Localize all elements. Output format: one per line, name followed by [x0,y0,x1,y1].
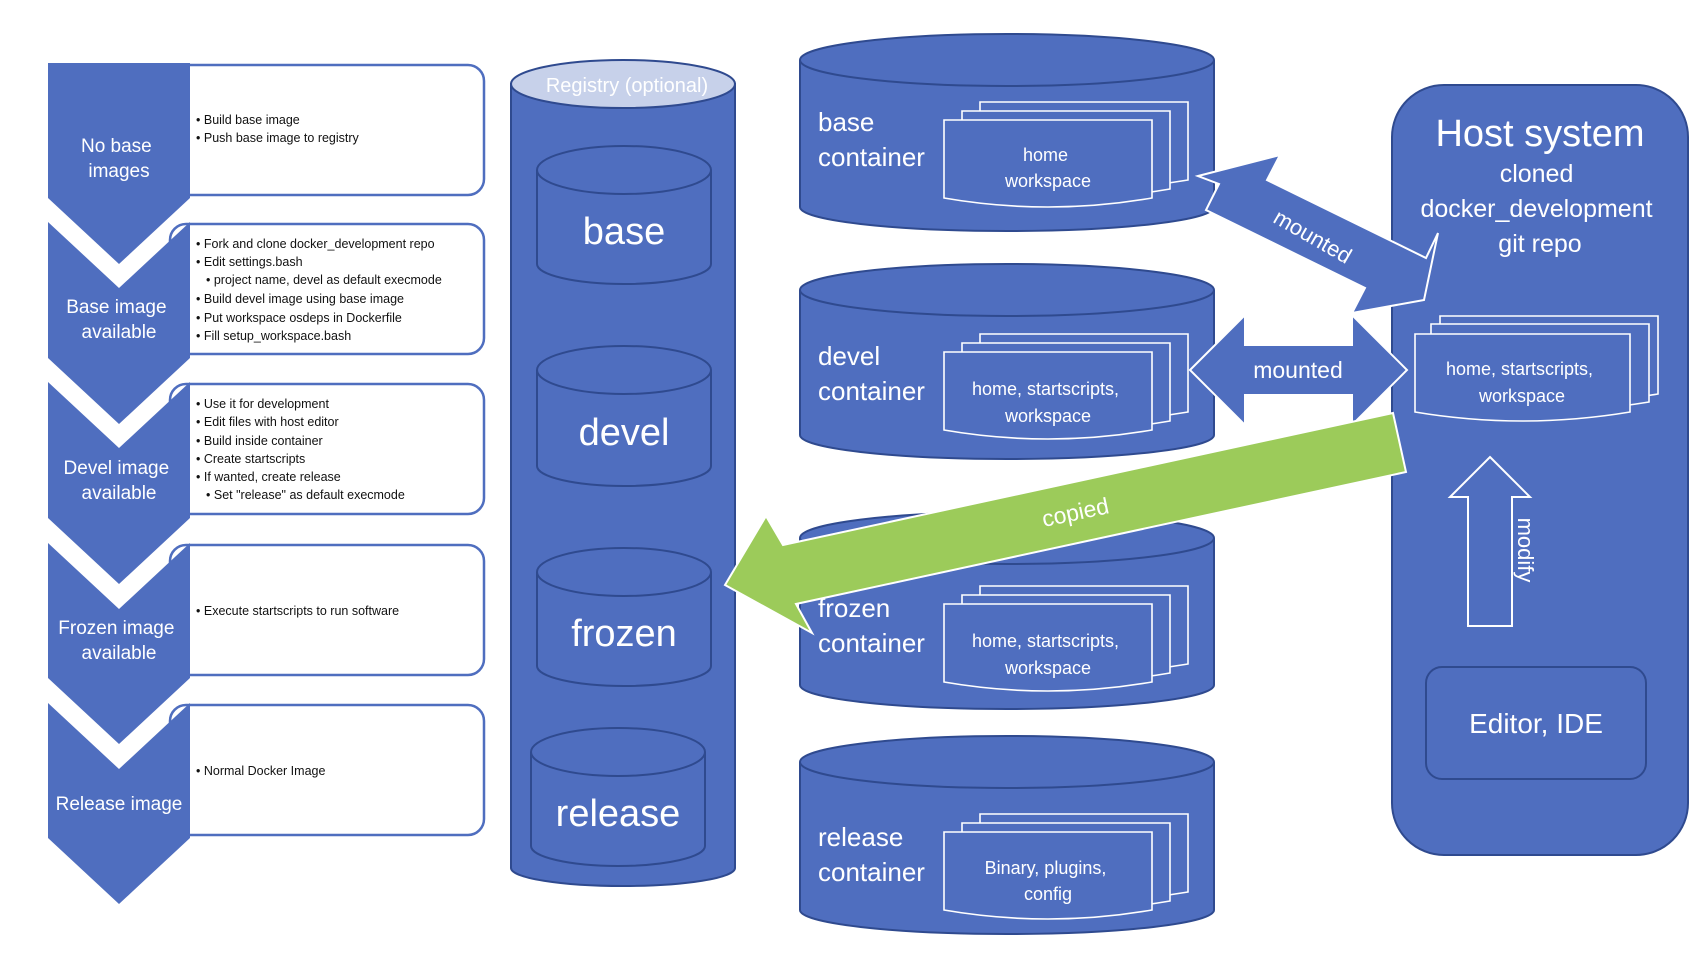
containers: base container home workspace devel cont… [799,33,1215,935]
bullet-item: • project name, devel as default execmod… [206,273,442,287]
step-chevron [48,703,190,904]
container-label: frozen container [818,593,925,658]
bullet-item: • Build devel image using base image [196,292,404,306]
registry-image-label: devel [579,412,670,454]
step-label: Frozen image available [58,618,179,664]
step-label: No base images [81,136,157,182]
workflow-step-devel-image-available: Devel image available • Use it for devel… [48,382,486,584]
registry-image-release: release [530,727,706,867]
document-stack [943,813,1189,920]
mounted-arrow-horizontal: mounted [1188,312,1409,428]
bullet-item: • Set "release" as default execmode [206,488,405,502]
step-label: Release image [56,794,183,815]
document-stack [943,101,1189,208]
mounted-arrow-diagonal: mounted [1194,153,1439,315]
bullet-item: • Execute startscripts to run software [196,604,399,618]
editor-ide-box [1425,666,1647,780]
registry-image-label: frozen [571,613,677,655]
editor-ide-label: Editor, IDE [1469,708,1603,739]
workflow-steps: No base images • Build base image • Push… [48,63,486,904]
bullet-item: • Create startscripts [196,452,305,466]
workflow-step-no-base-images: No base images • Build base image • Push… [48,63,486,264]
step-bullets: • Fork and clone docker_development repo… [196,237,442,343]
step-chevron [48,63,190,264]
bullet-item: • If wanted, create release [196,470,341,484]
registry-image-devel: devel [536,345,712,487]
copied-arrow: copied [723,411,1408,636]
bullet-item: • Push base image to registry [196,131,360,145]
registry-title: Registry (optional) [546,75,708,97]
workflow-step-base-image-available: Base image available • Fork and clone do… [48,222,486,424]
container-release: release container Binary, plugins, confi… [799,735,1215,935]
host-contents: home, startscripts, workspace [1446,359,1598,406]
container-label: release container [818,822,925,887]
registry-image-label: base [583,211,665,253]
registry-image-label: release [556,793,681,835]
registry-image-frozen: frozen [536,547,712,687]
step-chevron [48,543,190,744]
container-base: base container home workspace [799,33,1215,232]
document-stack [943,333,1189,440]
step-bullets: • Normal Docker Image [196,764,325,778]
host-system-subtitle: cloned docker_development git repo [1420,160,1659,258]
registry: Registry (optional) base devel frozen re… [510,59,736,887]
registry-image-base: base [536,145,712,285]
container-label: devel container [818,341,925,406]
step-label: Devel image available [64,458,175,504]
container-label: base container [818,107,925,172]
container-contents: Binary, plugins, config [985,858,1112,904]
modify-arrow-label: modify [1513,518,1538,583]
bullet-item: • Normal Docker Image [196,764,325,778]
bullet-item: • Put workspace osdeps in Dockerfile [196,311,402,325]
step-bullets: • Use it for development • Edit files wi… [196,397,405,502]
step-chevron [48,222,190,424]
bullet-item: • Edit settings.bash [196,255,303,269]
bullet-item: • Use it for development [196,397,329,411]
step-label: Base image available [66,297,172,343]
bullet-item: • Fork and clone docker_development repo [196,237,435,251]
bullet-item: • Fill setup_workspace.bash [196,329,351,343]
bullet-item: • Build base image [196,113,300,127]
workflow-step-release-image: Release image • Normal Docker Image [48,703,486,904]
modify-arrow [1447,455,1533,627]
bullet-item: • Build inside container [196,434,323,448]
container-devel: devel container home, startscripts, work… [799,263,1215,460]
container-contents: home workspace [1004,145,1091,191]
bullet-item: • Edit files with host editor [196,415,339,429]
container-contents: home, startscripts, workspace [972,631,1124,678]
host-system-title: Host system [1435,113,1644,155]
document-stack [943,585,1189,692]
step-bullets: • Execute startscripts to run software [196,604,399,618]
step-bullets: • Build base image • Push base image to … [196,113,360,145]
document-stack [1414,315,1659,422]
registry-cylinder-top [510,59,736,109]
mounted-arrow-label: mounted [1253,357,1343,383]
step-textbox [168,63,486,197]
host-system: Host system cloned docker_development gi… [1391,84,1689,856]
workflow-step-frozen-image-available: Frozen image available • Execute startsc… [48,543,486,744]
step-chevron [48,382,190,584]
container-contents: home, startscripts, workspace [972,379,1124,426]
